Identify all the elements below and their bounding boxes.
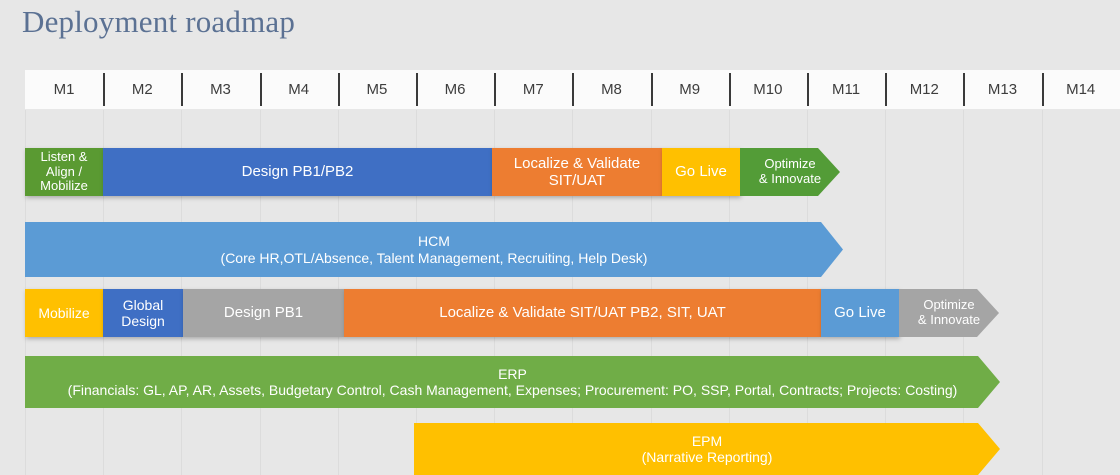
bar-segment-label: Listen & Align / Mobilize — [40, 148, 88, 194]
month-cell-m7: M7 — [494, 70, 573, 109]
month-divider — [963, 73, 966, 106]
bar-segment[interactable]: Listen & Align / Mobilize — [25, 148, 103, 196]
month-divider — [337, 73, 340, 106]
month-cell-m3: M3 — [181, 70, 260, 109]
month-header-row: M1 M2 M3 M4 M5 M6 M7 M8 M9 M10 M11 M12 M13 M14 — [25, 70, 1120, 109]
month-divider — [572, 73, 575, 106]
month-label: M1 — [53, 81, 75, 98]
bar-segment[interactable]: Go Live — [662, 148, 740, 196]
bar-segment[interactable]: Optimize & Innovate — [899, 289, 999, 337]
bar-segment-label: Design PB1 — [223, 304, 304, 322]
bar-segment-label: HCM (Core HR,OTL/Absence, Talent Managem… — [220, 233, 648, 266]
month-divider — [494, 73, 497, 106]
month-cell-m1: M1 — [25, 70, 104, 109]
month-label: M3 — [210, 81, 231, 98]
bar-segment[interactable]: Design PB1/PB2 — [103, 148, 492, 196]
bar-segment[interactable]: Mobilize — [25, 289, 103, 337]
month-divider — [416, 73, 418, 106]
month-cell-m13: M13 — [963, 70, 1042, 109]
month-label: M8 — [601, 81, 622, 98]
epm-lane: EPM (Narrative Reporting) — [0, 423, 1120, 475]
month-label: M9 — [679, 81, 701, 98]
bar-segment[interactable]: HCM (Core HR,OTL/Absence, Talent Managem… — [25, 222, 843, 277]
month-label: M11 — [832, 81, 861, 98]
bar-segment[interactable]: Global Design — [103, 289, 183, 337]
bar-segment-label: Mobilize — [38, 304, 90, 321]
month-divider — [259, 73, 262, 106]
month-cell-m6: M6 — [416, 70, 495, 109]
page-title: Deployment roadmap — [22, 4, 296, 39]
bar-segment[interactable]: ERP (Financials: GL, AP, AR, Assets, Bud… — [25, 356, 1000, 408]
bar-segment-label: Localize & Validate SIT/UAT PB2, SIT, UA… — [439, 304, 726, 322]
month-cell-m10: M10 — [728, 70, 807, 109]
month-label: M12 — [909, 81, 939, 98]
bar-segment-label: Optimize & Innovate — [917, 297, 981, 327]
bar-segment[interactable]: Localize & Validate SIT/UAT PB2, SIT, UA… — [344, 289, 821, 337]
month-label: M5 — [366, 81, 388, 98]
month-divider — [1041, 73, 1044, 106]
bar-segment-label: Optimize & Innovate — [758, 156, 822, 186]
hcm-lane: HCM (Core HR,OTL/Absence, Talent Managem… — [0, 222, 1120, 277]
bar-segment-label: Localize & Validate SIT/UAT — [513, 154, 641, 189]
month-label: M14 — [1066, 81, 1096, 98]
month-cell-m4: M4 — [259, 70, 338, 109]
bar-segment[interactable]: EPM (Narrative Reporting) — [414, 423, 1000, 475]
month-cell-m14: M14 — [1041, 70, 1120, 109]
month-divider — [103, 73, 106, 106]
month-label: M10 — [753, 81, 783, 98]
month-divider — [885, 73, 888, 106]
month-label: M2 — [131, 81, 153, 98]
bar-segment[interactable]: Optimize & Innovate — [740, 148, 840, 196]
month-label: M6 — [444, 81, 466, 98]
month-cell-m8: M8 — [572, 70, 651, 109]
bar-segment-label: Global Design — [121, 296, 165, 329]
month-cell-m2: M2 — [103, 70, 182, 109]
erp-lane: ERP (Financials: GL, AP, AR, Assets, Bud… — [0, 356, 1120, 408]
grid-line — [1041, 110, 1043, 475]
month-cell-m9: M9 — [650, 70, 729, 109]
month-divider — [650, 73, 653, 106]
month-label: M13 — [987, 81, 1018, 98]
month-label: M7 — [522, 81, 544, 98]
month-cell-m11: M11 — [807, 70, 886, 109]
erp-phase-lane: Mobilize Global Design Design PB1 Localize … — [0, 289, 1120, 337]
month-divider — [807, 73, 809, 106]
bar-segment-label: Design PB1/PB2 — [241, 163, 354, 181]
bar-segment-label: Go Live — [675, 163, 727, 181]
bar-segment[interactable]: Localize & Validate SIT/UAT — [492, 148, 662, 196]
bar-segment-label: Go Live — [834, 304, 886, 322]
bar-segment-label: ERP (Financials: GL, AP, AR, Assets, Bud… — [67, 365, 958, 398]
month-cell-m5: M5 — [337, 70, 416, 109]
bar-segment[interactable]: Design PB1 — [183, 289, 344, 337]
month-divider — [728, 73, 731, 106]
month-label: M4 — [288, 81, 310, 98]
month-cell-m12: M12 — [885, 70, 964, 109]
month-divider — [181, 73, 184, 106]
bar-segment[interactable]: Go Live — [821, 289, 899, 337]
phase-lane: Listen & Align / Mobilize Design PB1/PB2 L… — [0, 148, 1120, 196]
bar-segment-label: EPM (Narrative Reporting) — [641, 432, 773, 465]
